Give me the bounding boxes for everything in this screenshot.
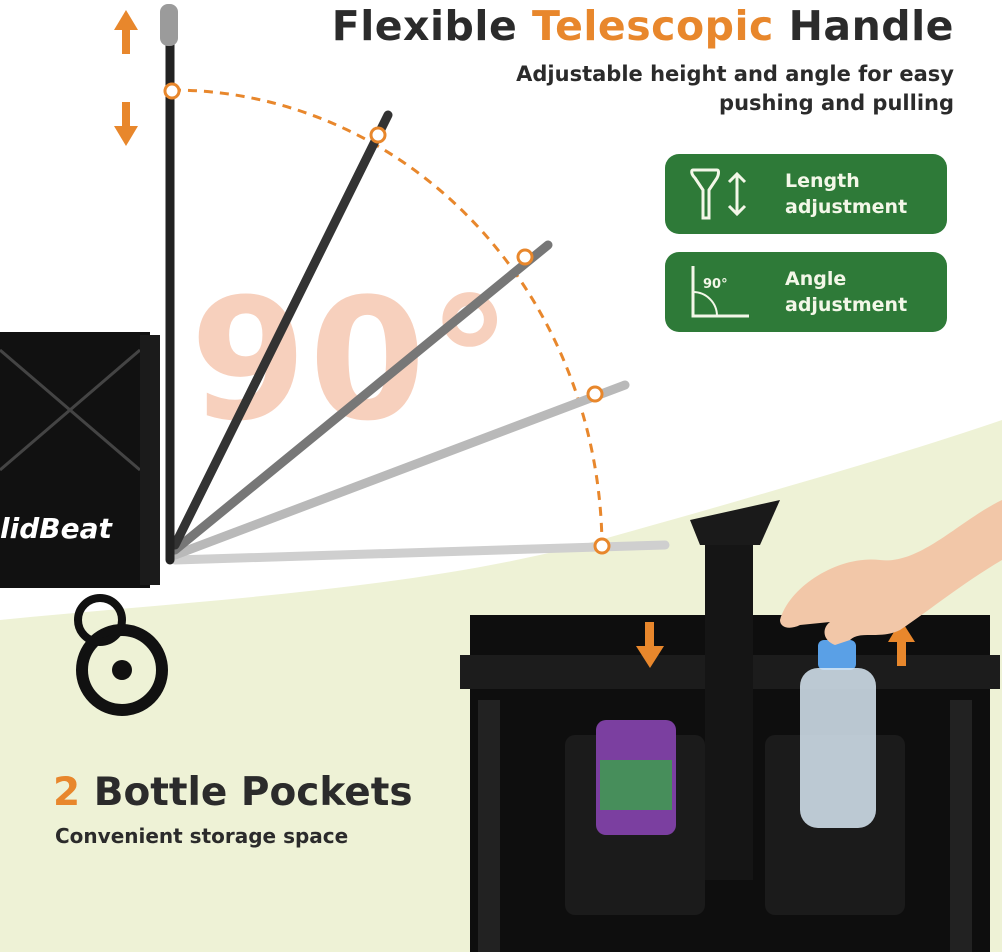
length-adjust-icon	[690, 168, 747, 220]
pockets-title: 2 Bottle Pockets	[53, 770, 413, 815]
angle-icon: 90°	[691, 266, 749, 318]
page-subtitle: Adjustable height and angle for easy pus…	[516, 62, 954, 115]
title-part1: Flexible	[331, 2, 518, 50]
pockets-count: 2	[53, 770, 81, 815]
height-arrows	[114, 10, 138, 146]
feature-length-adjustment: Length adjustment	[665, 154, 947, 234]
feature-label: Length adjustment	[785, 170, 908, 218]
wagon-left	[0, 332, 168, 716]
pockets-subtitle: Convenient storage space	[55, 824, 349, 848]
brand-logo: lidBeat	[0, 512, 112, 545]
angle-arc	[171, 88, 604, 546]
feature-label: Angle adjustment	[785, 268, 908, 316]
pockets-title-text: Bottle Pockets	[93, 770, 413, 815]
title-part2: Handle	[788, 2, 954, 50]
handle-positions	[160, 4, 670, 565]
page-title: Flexible Telescopic Handle	[332, 2, 954, 50]
title-accent: Telescopic	[532, 2, 774, 50]
angle-watermark: 90°	[190, 262, 514, 458]
angle-icon-text: 90°	[703, 277, 728, 292]
pivot-markers	[163, 82, 611, 555]
wagon-right	[460, 500, 1002, 952]
feature-angle-adjustment: 90° Angle adjustment	[665, 252, 947, 332]
